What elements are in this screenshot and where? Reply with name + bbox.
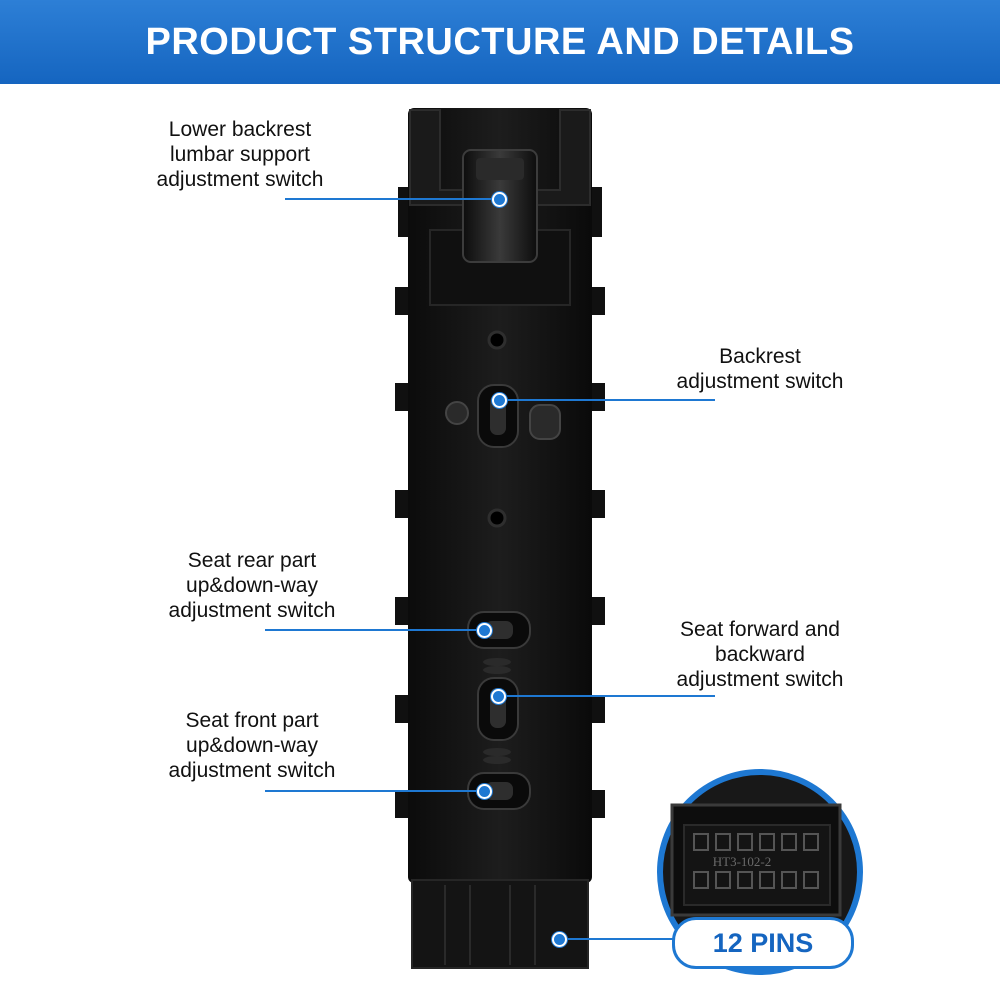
seat-rear-pointer-dot xyxy=(477,623,492,638)
seat-rear-leader-line xyxy=(265,629,485,631)
seat-forward-pointer-dot xyxy=(491,689,506,704)
seat-rear-switch xyxy=(467,611,531,649)
switch-housing xyxy=(395,108,605,969)
lumbar-leader-line xyxy=(285,198,500,200)
lumbar-pointer-dot xyxy=(492,192,507,207)
seat-front-switch xyxy=(467,772,531,810)
pins-count-label: 12 PINS xyxy=(712,927,814,958)
seat-front-switch-label: Seat front part up&down-way adjustment s… xyxy=(168,709,336,782)
seat-forward-backward-label: Seat forward and backward adjustment swi… xyxy=(676,618,844,691)
page-title: PRODUCT STRUCTURE AND DETAILS xyxy=(145,20,855,63)
backrest-pointer-dot xyxy=(492,393,507,408)
seat-forward-backward-switch xyxy=(477,677,519,741)
connector-leader-line xyxy=(560,938,675,940)
backrest-leader-line xyxy=(500,399,715,401)
seat-front-leader-line xyxy=(265,790,485,792)
seat-rear-switch-label: Seat rear part up&down-way adjustment sw… xyxy=(168,549,336,622)
seat-forward-leader-line xyxy=(498,695,715,697)
title-banner: PRODUCT STRUCTURE AND DETAILS xyxy=(0,0,1000,84)
connector-pointer-dot xyxy=(552,932,567,947)
seat-front-pointer-dot xyxy=(477,784,492,799)
backrest-switch-label: Backrest adjustment switch xyxy=(676,345,844,393)
connector-mold-marking: HT3-102-2 xyxy=(713,854,772,869)
pins-badge: 12 PINS xyxy=(672,917,854,969)
lumbar-switch-label: Lower backrest lumbar support adjustment… xyxy=(156,118,324,191)
